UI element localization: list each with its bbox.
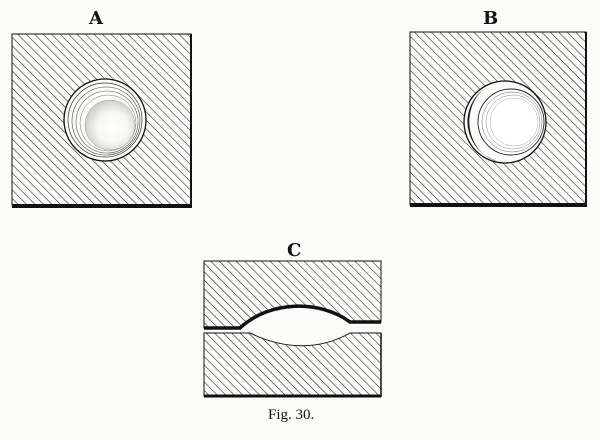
block-a <box>11 33 192 208</box>
block-c-upper-half <box>203 260 382 329</box>
block-b-hole <box>463 80 547 164</box>
block-a-hole <box>63 78 147 162</box>
label-b: B <box>483 8 499 29</box>
block-b <box>409 31 587 207</box>
label-c: C <box>287 240 302 261</box>
label-a: A <box>89 8 103 29</box>
block-c <box>203 260 382 398</box>
figure-caption: Fig. 30. <box>268 407 315 423</box>
block-c-lower-half <box>203 332 382 397</box>
